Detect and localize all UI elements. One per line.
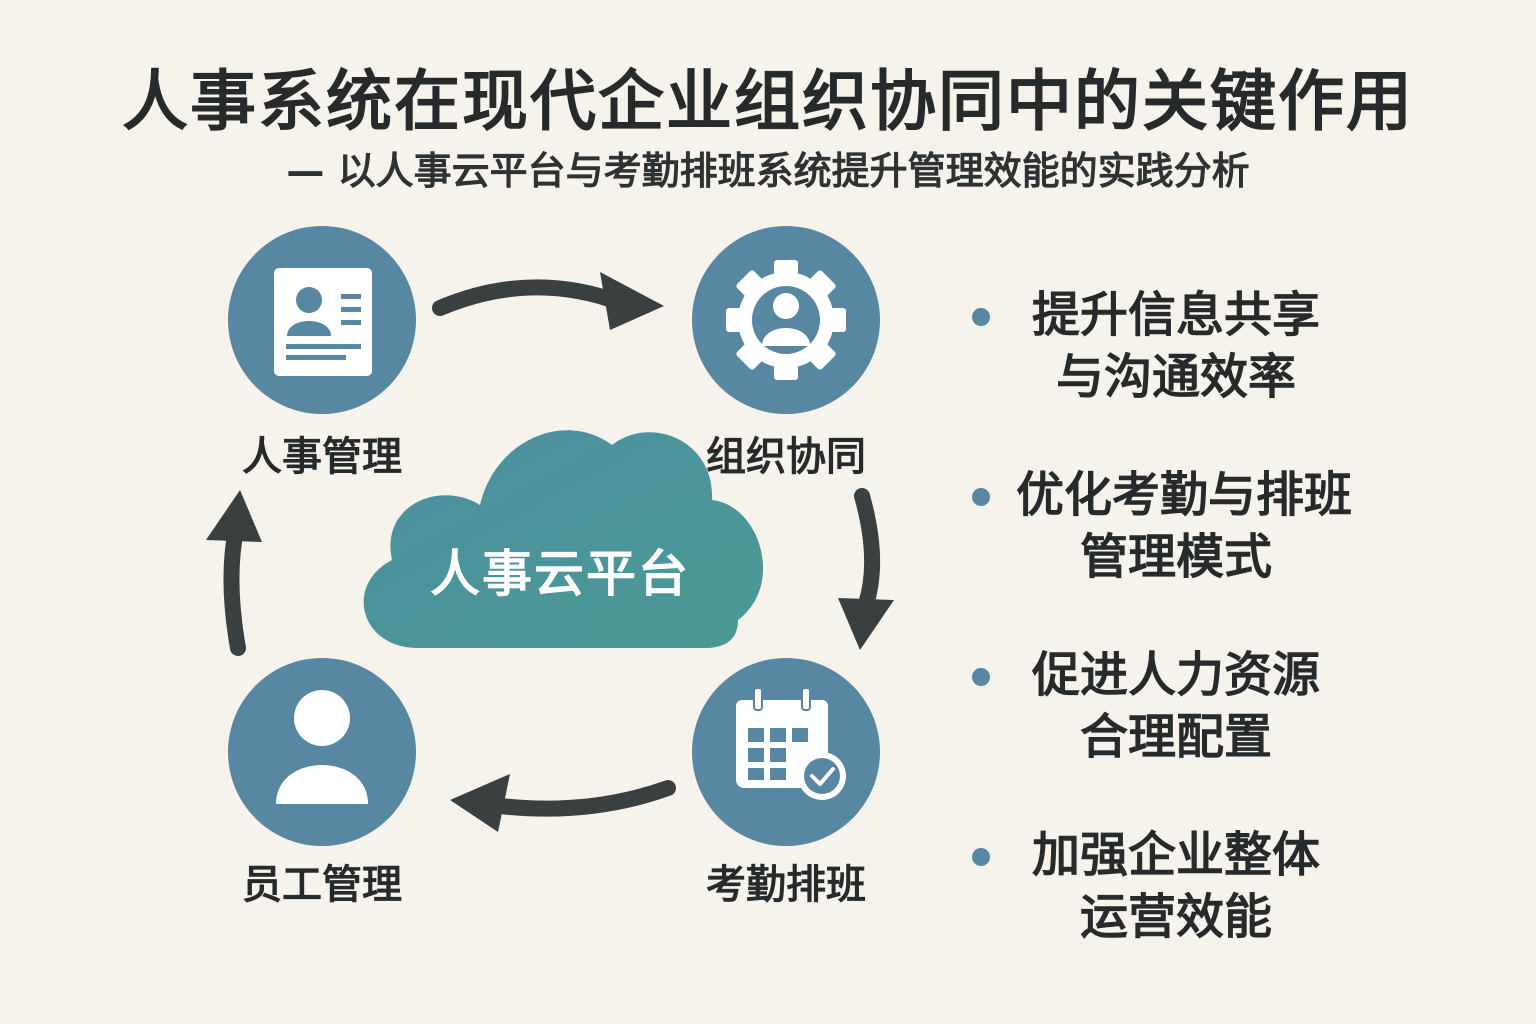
org-collab-node (692, 226, 880, 414)
employee-node (228, 658, 416, 846)
cloud-icon (363, 430, 764, 648)
node-label-org: 组织协同 (706, 434, 866, 480)
benefit-line: 促进人力资源 (1031, 647, 1320, 703)
benefits-list: 提升信息共享 与沟通效率 优化考勤与排班 管理模式 促进人力资源 合理配置 加强… (968, 284, 1508, 1004)
bullet-dot (972, 848, 990, 866)
bullet-dot (972, 308, 990, 326)
benefit-item: 提升信息共享 与沟通效率 (968, 284, 1508, 408)
benefit-line: 加强企业整体 (1031, 827, 1320, 883)
benefit-text: 优化考勤与排班 管理模式 (1016, 464, 1353, 588)
bullet-dot (972, 488, 990, 506)
node-label-employee: 员工管理 (242, 862, 402, 908)
benefit-line: 优化考勤与排班 (1016, 467, 1353, 523)
node-label-attendance: 考勤排班 (706, 862, 866, 908)
benefit-line: 与沟通效率 (1055, 349, 1296, 405)
page-subtitle: — 以人事云平台与考勤排班系统提升管理效能的实践分析 (286, 149, 1250, 193)
page-title: 人事系统在现代企业组织协同中的关键作用 (122, 63, 1414, 140)
benefit-item: 促进人力资源 合理配置 (968, 644, 1508, 768)
benefit-text: 加强企业整体 运营效能 (1016, 824, 1336, 948)
node-label-hr: 人事管理 (242, 434, 402, 480)
benefit-line: 管理模式 (1079, 529, 1272, 585)
benefit-line: 提升信息共享 (1031, 287, 1320, 343)
benefit-line: 合理配置 (1079, 709, 1272, 765)
benefit-text: 促进人力资源 合理配置 (1016, 644, 1336, 768)
benefit-line: 运营效能 (1079, 889, 1272, 945)
arrow-attendance-to-employee (450, 774, 676, 832)
gear-person-icon (726, 260, 846, 380)
arrow-org-to-attendance (838, 488, 894, 650)
id-card-icon (274, 268, 372, 376)
calendar-check-icon (736, 687, 846, 800)
benefit-text: 提升信息共享 与沟通效率 (1016, 284, 1336, 408)
benefit-item: 加强企业整体 运营效能 (968, 824, 1508, 948)
arrow-employee-to-hr (206, 490, 262, 656)
bullet-dot (972, 668, 990, 686)
cloud-label: 人事云平台 (430, 545, 690, 603)
arrow-hr-to-org (432, 272, 664, 330)
benefit-item: 优化考勤与排班 管理模式 (968, 464, 1508, 588)
attendance-node (692, 658, 880, 846)
person-icon (276, 690, 368, 804)
hr-management-node (228, 226, 416, 414)
